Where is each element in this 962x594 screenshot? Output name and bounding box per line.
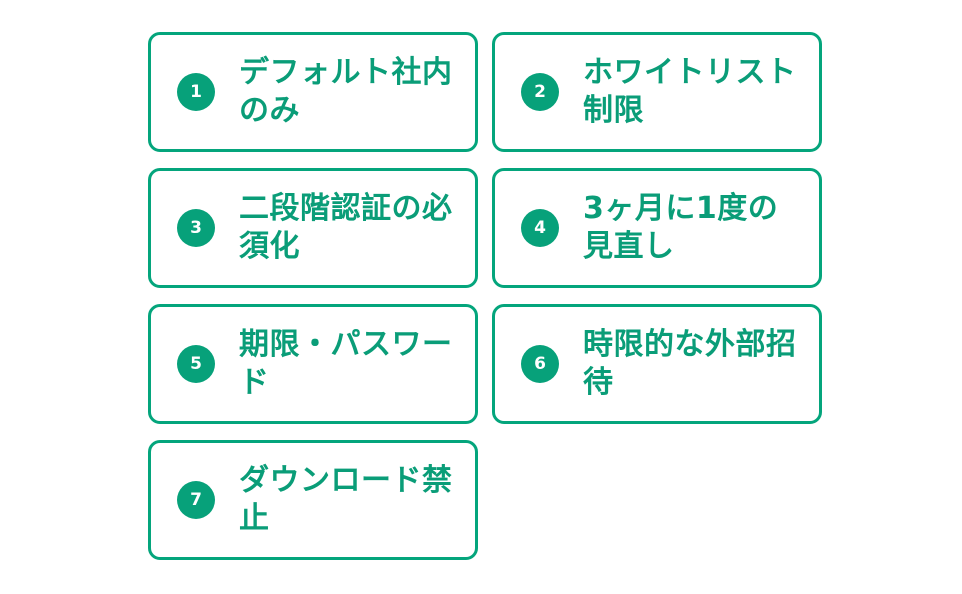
card-label: 3ヶ月に1度の見直し: [583, 191, 779, 264]
card-label: 時限的な外部招待: [583, 327, 797, 400]
card-item-6[interactable]: 6 時限的な外部招待: [492, 304, 822, 424]
card-number-badge: 2: [521, 73, 559, 111]
card-item-7[interactable]: 7 ダウンロード禁止: [148, 440, 478, 560]
card-label: 二段階認証の必須化: [239, 191, 453, 264]
card-grid: 1 デフォルト社内のみ 2 ホワイトリスト制限 3 二段階認証の必須化 4 3ヶ…: [148, 32, 822, 560]
card-label: 期限・パスワード: [239, 327, 453, 400]
card-item-1[interactable]: 1 デフォルト社内のみ: [148, 32, 478, 152]
card-item-2[interactable]: 2 ホワイトリスト制限: [492, 32, 822, 152]
card-label: デフォルト社内のみ: [239, 55, 453, 128]
card-item-5[interactable]: 5 期限・パスワード: [148, 304, 478, 424]
card-number-badge: 7: [177, 481, 215, 519]
card-number-badge: 3: [177, 209, 215, 247]
card-label: ホワイトリスト制限: [583, 55, 797, 128]
card-label: ダウンロード禁止: [239, 463, 453, 536]
card-number-badge: 5: [177, 345, 215, 383]
card-item-4[interactable]: 4 3ヶ月に1度の見直し: [492, 168, 822, 288]
card-item-3[interactable]: 3 二段階認証の必須化: [148, 168, 478, 288]
card-number-badge: 6: [521, 345, 559, 383]
card-number-badge: 4: [521, 209, 559, 247]
card-number-badge: 1: [177, 73, 215, 111]
